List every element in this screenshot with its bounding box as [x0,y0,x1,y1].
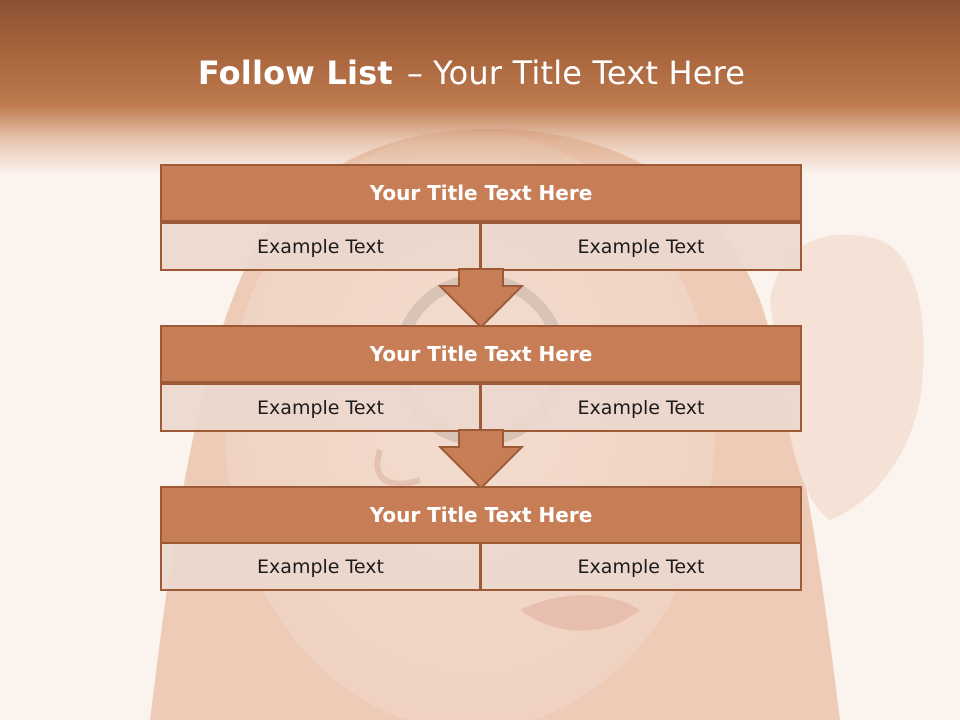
header-band [0,0,960,175]
step-right-text[interactable]: Example Text [480,383,802,432]
step-left-text[interactable]: Example Text [160,383,481,432]
step-right-text[interactable]: Example Text [480,542,802,591]
down-arrow-icon [438,429,524,489]
slide-title-rest: Your Title Text Here [433,54,746,92]
step-title[interactable]: Your Title Text Here [160,164,802,222]
step-left-text[interactable]: Example Text [160,222,481,271]
step-right-text[interactable]: Example Text [480,222,802,271]
step-title[interactable]: Your Title Text Here [160,325,802,383]
step-left-text[interactable]: Example Text [160,542,481,591]
step-title[interactable]: Your Title Text Here [160,486,802,544]
down-arrow-icon [438,268,524,328]
slide-title-bold: Follow List [197,54,393,92]
slide-title-separator: – [406,54,424,92]
slide-title: Follow List–Your Title Text Here [0,54,943,92]
